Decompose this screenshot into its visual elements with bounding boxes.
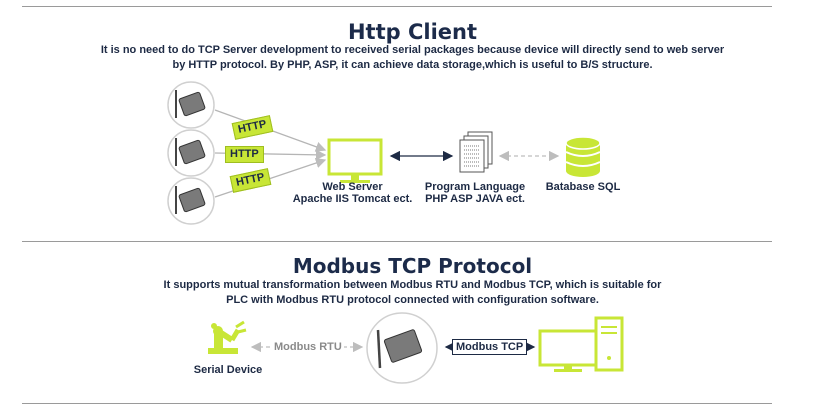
database-icon [565,136,601,177]
http-description-line1: It is no need to do TCP Server developme… [100,44,725,56]
top-divider [22,6,772,7]
robot-arm-icon [208,320,247,354]
bottom-divider [22,403,772,404]
serial-server-device-icon [167,81,215,129]
http-tag: HTTP [225,146,264,163]
computer-icon [538,316,624,372]
http-client-title: Http Client [347,20,478,44]
modbus-tcp-title: Modbus TCP Protocol [292,254,533,278]
modbus-rtu-label: Modbus RTU [272,340,344,354]
web-server-label: Web Server [322,181,383,193]
serial-server-device-icon [366,312,438,384]
serial-server-device-icon [167,177,215,225]
http-description-line2: by HTTP protocol. By PHP, ASP, it can ac… [172,59,653,71]
database-label: Batabase SQL [545,181,621,193]
modbus-description-line1: It supports mutual transformation betwee… [163,279,662,291]
serial-server-device-icon [167,129,215,177]
modbus-description-line2: PLC with Modbus RTU protocol connected w… [226,294,599,306]
monitor-icon [327,138,383,183]
serial-device-label: Serial Device [193,364,263,376]
web-server-sublabel: Apache IIS Tomcat ect. [292,193,413,205]
document-icon [459,131,493,173]
program-language-sublabel: PHP ASP JAVA ect. [425,193,525,205]
modbus-tcp-label: Modbus TCP [452,339,528,355]
program-language-label: Program Language [424,181,526,193]
section-divider [22,241,772,242]
